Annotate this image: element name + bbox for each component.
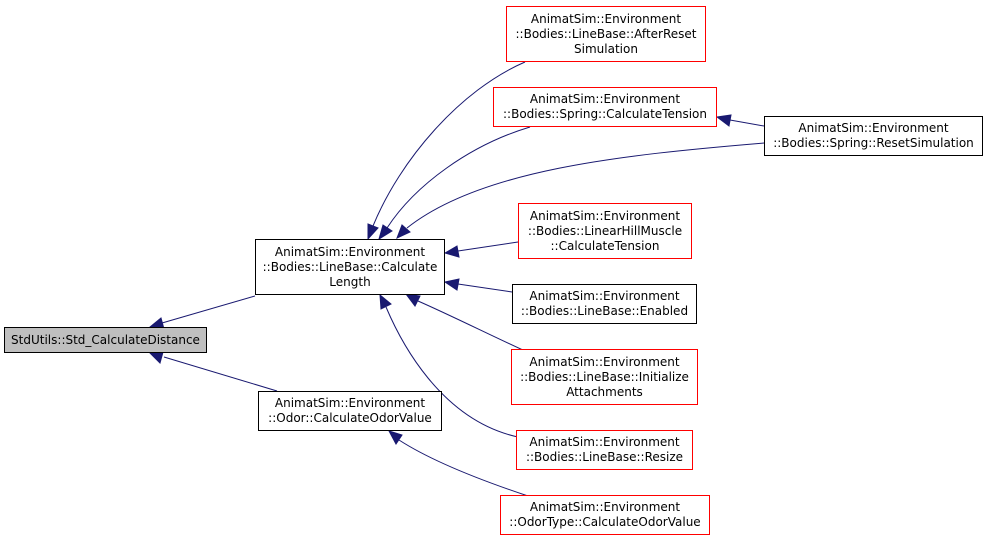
node-spring-reset-simulation[interactable]: AnimatSim::Environment ::Bodies::Spring:…: [764, 116, 983, 156]
node-std-calculate-distance[interactable]: StdUtils::Std_CalculateDistance: [4, 327, 207, 353]
node-label: AnimatSim::Environment: [529, 500, 681, 514]
arrowhead: [148, 351, 164, 364]
node-label: Attachments: [566, 384, 643, 399]
node-linebase-enabled[interactable]: AnimatSim::Environment ::Bodies::LineBas…: [512, 284, 697, 324]
edge-odor-to-std-calculate-distance: [163, 356, 278, 392]
node-label: AnimatSim::Environment: [529, 289, 680, 303]
node-linebase-resize[interactable]: AnimatSim::Environment ::Bodies::LineBas…: [516, 430, 693, 470]
node-label: ::Bodies::Spring::CalculateTension: [503, 107, 707, 121]
node-odortype-calculate-odor-value[interactable]: AnimatSim::Environment ::OdorType::Calcu…: [500, 495, 710, 535]
node-label: AnimatSim::Environment: [529, 92, 681, 106]
node-label: ::Bodies::LineBase::Initialize: [520, 369, 689, 384]
node-label: Simulation: [574, 41, 638, 56]
node-spring-calculate-tension[interactable]: AnimatSim::Environment ::Bodies::Spring:…: [493, 87, 717, 127]
node-linebase-initialize-attachments[interactable]: AnimatSim::Environment ::Bodies::LineBas…: [511, 349, 698, 405]
node-label: AnimatSim::Environment: [798, 121, 949, 135]
node-label: StdUtils::Std_CalculateDistance: [11, 332, 200, 347]
node-odor-calculate-odor-value[interactable]: AnimatSim::Environment ::Odor::Calculate…: [258, 391, 442, 431]
node-linear-hill-muscle-calculate-tension[interactable]: AnimatSim::Environment ::Bodies::LinearH…: [518, 203, 692, 259]
arrowhead: [443, 245, 460, 258]
node-label: AnimatSim::Environment: [529, 354, 680, 369]
node-label: ::Odor::CalculateOdorValue: [268, 411, 432, 425]
arrowhead: [367, 223, 379, 241]
edge-odortype-to-odor: [398, 439, 529, 497]
node-label: ::Bodies::Spring::ResetSimulation: [773, 136, 974, 150]
edge-spring-tension-to-calculate-length: [386, 126, 531, 229]
arrowhead: [443, 278, 460, 291]
edge-resize-to-calculate-length: [385, 306, 519, 438]
node-linebase-after-reset-simulation[interactable]: AnimatSim::Environment ::Bodies::LineBas…: [506, 6, 706, 62]
edge-reset-simulation-to-spring-tension: [729, 119, 765, 127]
node-label: ::CalculateTension: [550, 238, 660, 253]
edge-reset-simulation-to-calculate-length: [406, 142, 765, 229]
edge-calculate-length-to-std-calculate-distance: [161, 295, 256, 324]
edge-enabled-to-calculate-length: [457, 283, 513, 293]
node-label: AnimatSim::Environment: [274, 244, 426, 259]
edge-after-reset-to-calculate-length: [372, 61, 526, 227]
node-label: AnimatSim::Environment: [529, 435, 680, 449]
edge-hill-muscle-to-calculate-length: [457, 241, 519, 252]
node-label: ::Bodies::LineBase::Resize: [525, 450, 684, 464]
node-label: ::Bodies::LineBase::Enabled: [520, 304, 689, 318]
node-label: ::Bodies::LinearHillMuscle: [527, 223, 683, 238]
arrowhead: [396, 224, 411, 239]
node-label: ::OdorType::CalculateOdorValue: [509, 515, 701, 529]
arrowhead: [715, 114, 732, 127]
node-linebase-calculate-length[interactable]: AnimatSim::Environment ::Bodies::LineBas…: [255, 239, 445, 295]
edge-initialize-attachments-to-calculate-length: [417, 300, 526, 352]
node-label: AnimatSim::Environment: [530, 11, 682, 26]
node-label: Length: [329, 274, 371, 289]
node-label: AnimatSim::Environment: [529, 208, 681, 223]
arrowhead: [404, 293, 421, 307]
arrowhead: [379, 293, 392, 310]
node-label: ::Bodies::LineBase::AfterReset: [515, 26, 697, 41]
arrowhead: [387, 430, 403, 445]
node-label: ::Bodies::LineBase::Calculate: [262, 259, 438, 274]
arrowhead: [378, 224, 393, 241]
node-label: AnimatSim::Environment: [274, 396, 426, 410]
